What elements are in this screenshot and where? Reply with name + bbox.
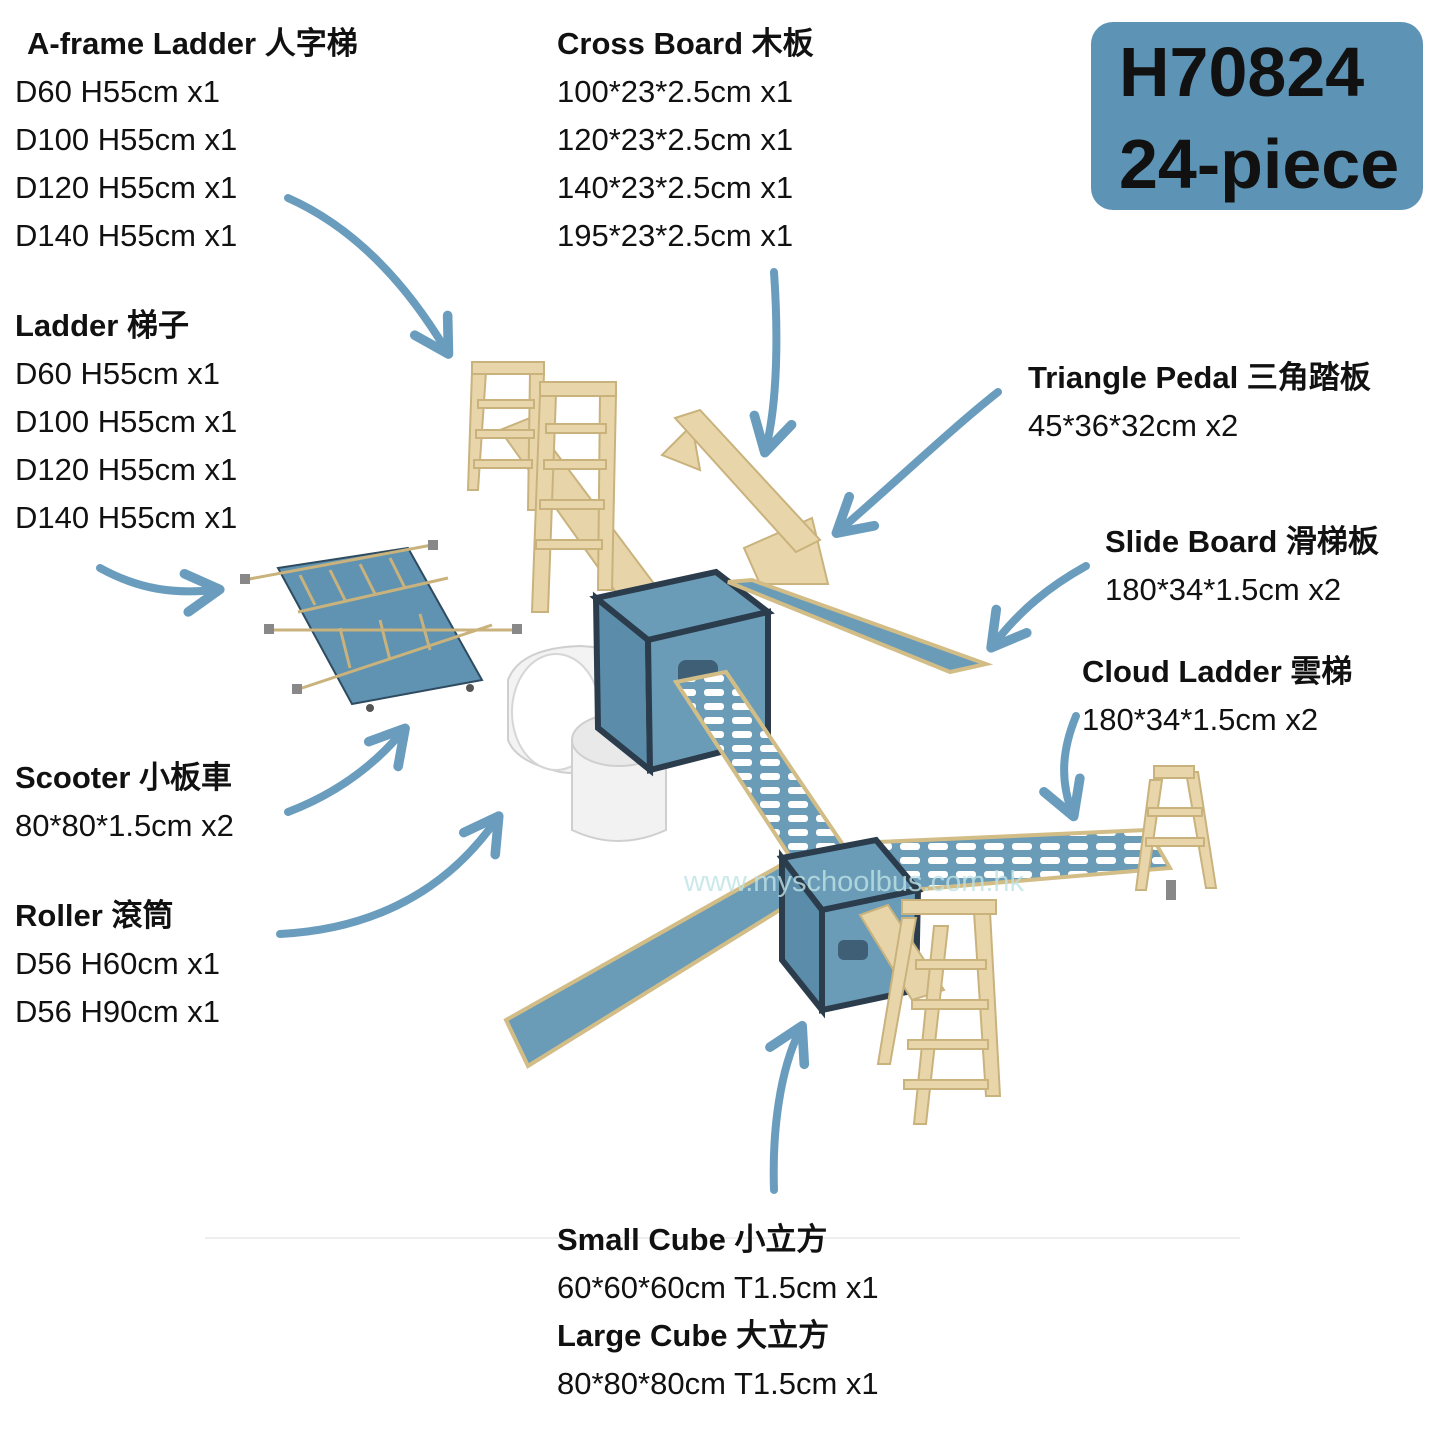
label-spec: 140*23*2.5cm x1 xyxy=(557,170,794,205)
label-spec: D120 H55cm x1 xyxy=(15,452,238,487)
a-frame-front xyxy=(876,899,1002,1125)
label-title-small-cube: Small Cube 小立方 xyxy=(557,1222,828,1257)
product-code: H70824 xyxy=(1119,33,1365,111)
label-spec: 60*60*60cm T1.5cm x1 xyxy=(557,1270,879,1305)
arrow-slide xyxy=(986,562,1090,653)
label-title-large-cube: Large Cube 大立方 xyxy=(557,1318,830,1353)
a-frame-ladder-group xyxy=(466,361,618,613)
label-spec: 195*23*2.5cm x1 xyxy=(557,218,794,253)
a-frame-right xyxy=(1134,765,1218,900)
arrow-scooter xyxy=(284,723,410,816)
arrow-ladder xyxy=(96,564,225,617)
label-spec: D56 H90cm x1 xyxy=(15,994,221,1029)
scooter-group xyxy=(240,540,522,712)
label-slide-board: Slide Board 滑梯板 180*34*1.5cm x2 xyxy=(1105,518,1379,614)
label-spec: 180*34*1.5cm x2 xyxy=(1082,702,1319,737)
label-title: Slide Board 滑梯板 xyxy=(1105,524,1379,559)
label-a-frame-ladder: A-frame Ladder 人字梯 D60 H55cm x1 D100 H55… xyxy=(15,20,358,260)
piece-count: 24-piece xyxy=(1119,125,1400,203)
arrow-aframe xyxy=(284,194,454,359)
arrow-crossboard xyxy=(749,268,797,458)
slide-board-upper xyxy=(727,577,994,675)
label-spec: 45*36*32cm x2 xyxy=(1028,408,1239,443)
label-spec: D60 H55cm x1 xyxy=(15,74,221,109)
label-spec: 80*80*80cm T1.5cm x1 xyxy=(557,1366,879,1401)
label-title: A-frame Ladder 人字梯 xyxy=(27,26,358,61)
triangle-pedal-group xyxy=(660,408,830,585)
label-scooter: Scooter 小板車 80*80*1.5cm x2 xyxy=(15,754,234,850)
label-spec: D140 H55cm x1 xyxy=(15,218,238,253)
label-spec: 120*23*2.5cm x1 xyxy=(557,122,794,157)
arrow-cloud xyxy=(1039,712,1085,822)
label-spec: D56 H60cm x1 xyxy=(15,946,221,981)
label-cross-board: Cross Board 木板 100*23*2.5cm x1 120*23*2.… xyxy=(557,20,814,260)
label-roller: Roller 滾筒 D56 H60cm x1 D56 H90cm x1 xyxy=(15,892,220,1036)
label-spec: 100*23*2.5cm x1 xyxy=(557,74,794,109)
label-title: Cloud Ladder 雲梯 xyxy=(1082,654,1353,689)
label-title: Scooter 小板車 xyxy=(15,760,233,795)
label-title: Ladder 梯子 xyxy=(15,308,189,343)
label-spec: D120 H55cm x1 xyxy=(15,170,238,205)
label-title: Cross Board 木板 xyxy=(557,26,814,61)
arrow-cube xyxy=(765,1020,810,1194)
label-spec: D100 H55cm x1 xyxy=(15,404,238,439)
label-ladder: Ladder 梯子 D60 H55cm x1 D100 H55cm x1 D12… xyxy=(15,302,237,542)
watermark: www.myschoolbus.com.hk xyxy=(684,866,1025,898)
label-title: Roller 滾筒 xyxy=(15,898,174,933)
label-spec: 180*34*1.5cm x2 xyxy=(1105,572,1342,607)
label-title: Triangle Pedal 三角踏板 xyxy=(1028,360,1371,395)
label-triangle-pedal: Triangle Pedal 三角踏板 45*36*32cm x2 xyxy=(1028,354,1371,450)
label-spec: D140 H55cm x1 xyxy=(15,500,238,535)
label-cubes: Small Cube 小立方 60*60*60cm T1.5cm x1 Larg… xyxy=(557,1216,879,1408)
arrow-triangle xyxy=(831,388,1002,538)
product-code-badge: H70824 24-piece xyxy=(1091,22,1423,210)
label-spec: 80*80*1.5cm x2 xyxy=(15,808,234,843)
label-spec: D100 H55cm x1 xyxy=(15,122,238,157)
label-spec: D60 H55cm x1 xyxy=(15,356,221,391)
arrow-roller xyxy=(276,811,504,938)
pointer-arrows xyxy=(96,194,1090,1194)
label-cloud-ladder: Cloud Ladder 雲梯 180*34*1.5cm x2 xyxy=(1082,648,1352,744)
